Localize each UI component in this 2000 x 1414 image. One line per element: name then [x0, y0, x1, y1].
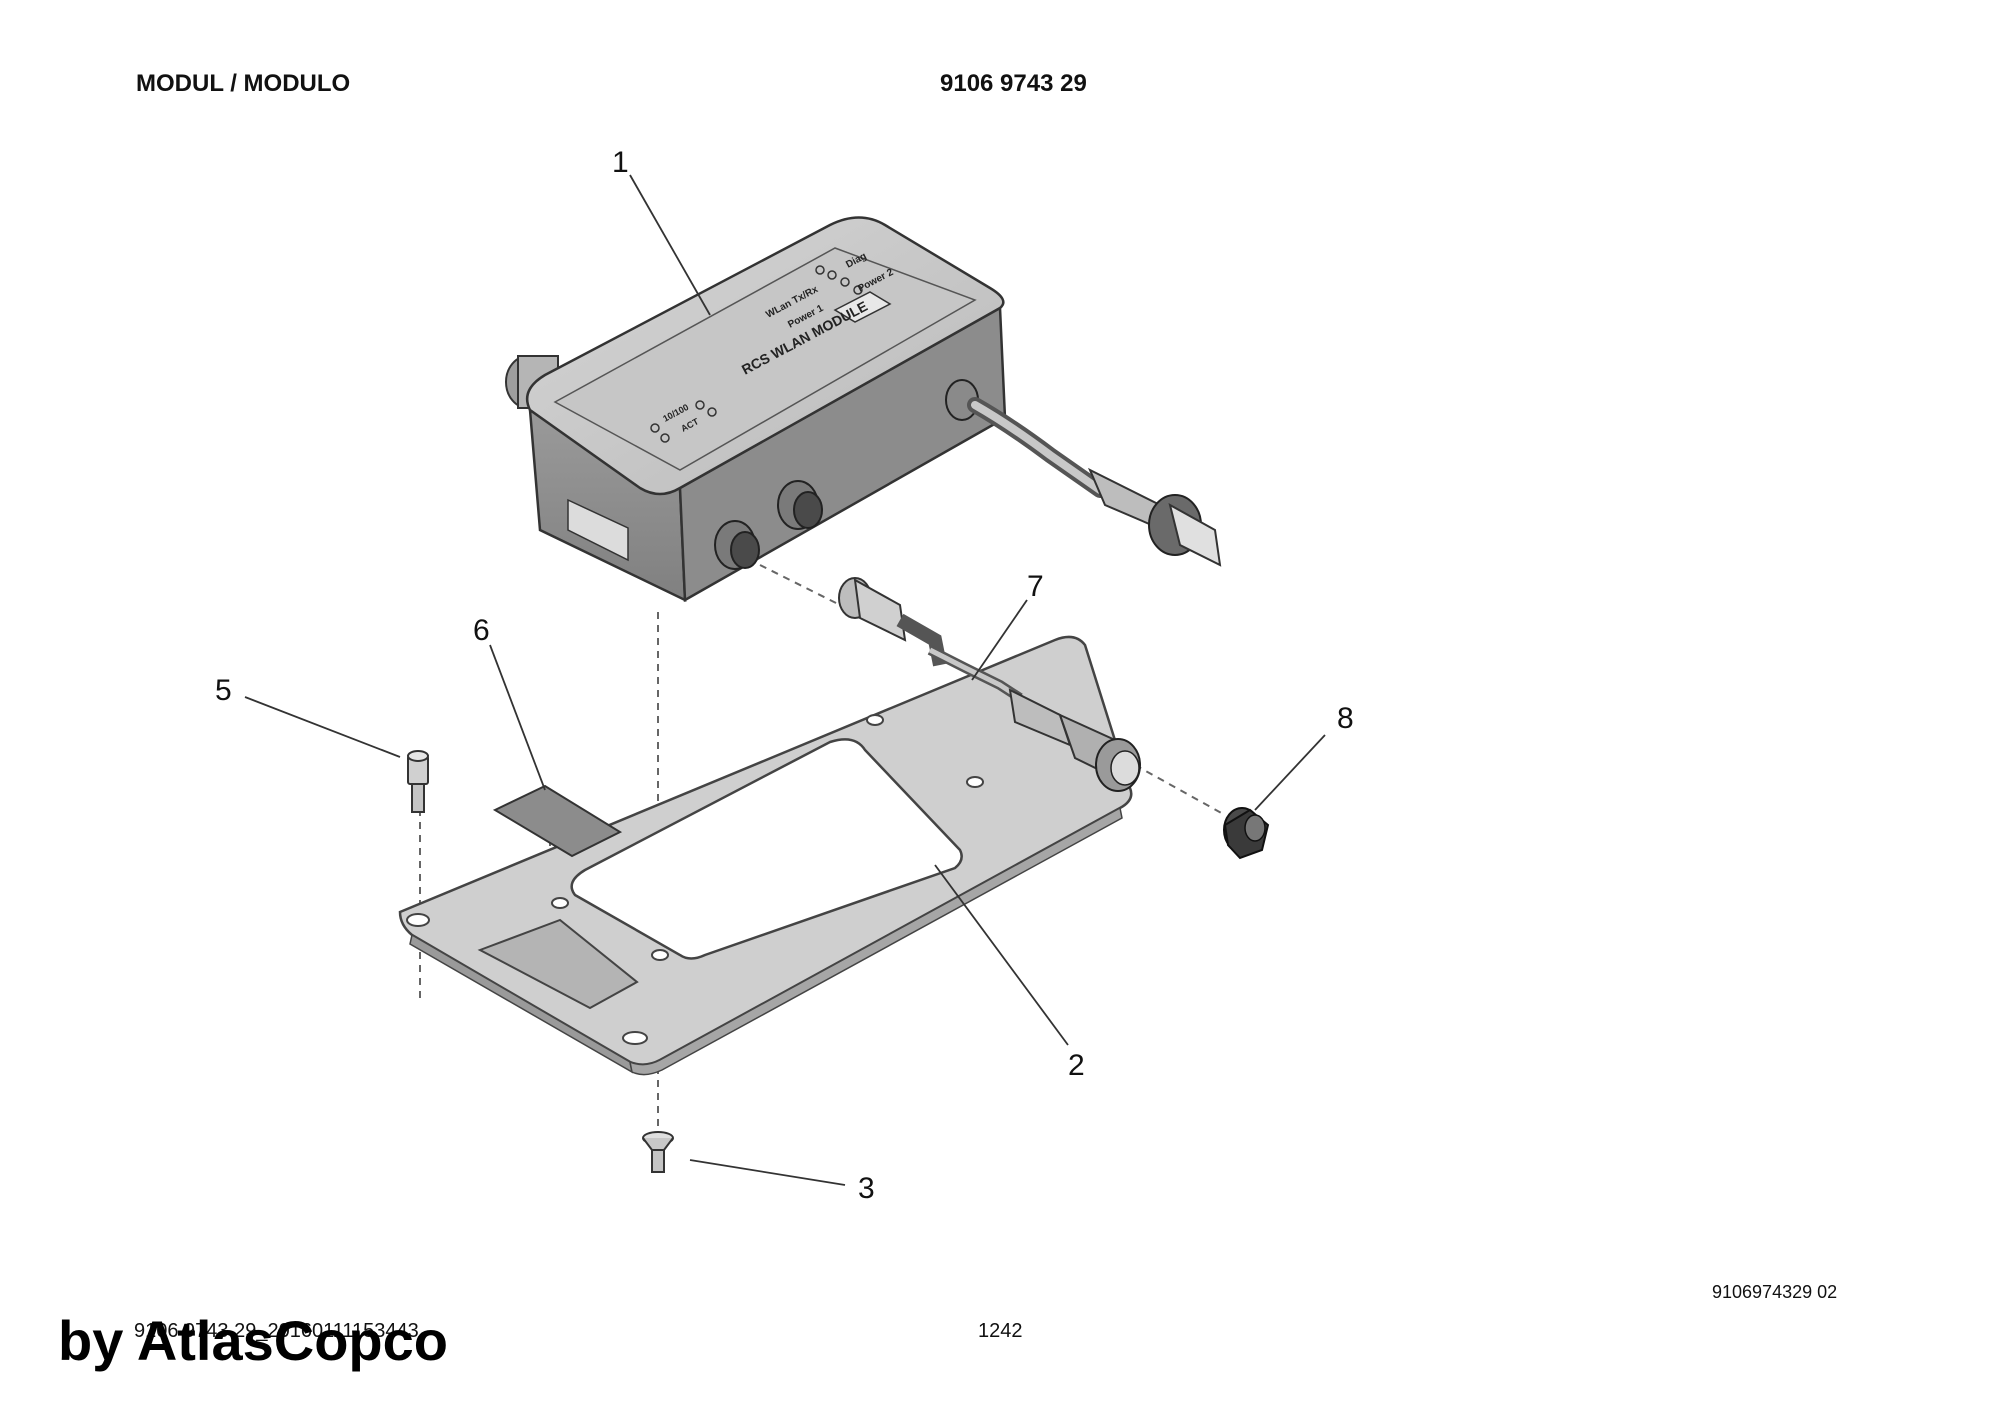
patch-cable: [838, 577, 1141, 792]
page-title: MODUL / MODULO: [136, 70, 351, 97]
drawing-reference: 9106974329 02: [1712, 1282, 1838, 1302]
part-number: 9106 9743 29: [940, 70, 1087, 97]
callout-numbers: 1 2 3 5 6 7 8: [215, 146, 1354, 1205]
callout-7: 7: [1027, 570, 1044, 603]
socket-screw: [407, 750, 429, 813]
callout-3: 3: [858, 1172, 875, 1205]
callout-1: 1: [612, 146, 629, 179]
watermark: by AtlasCopco: [58, 1309, 448, 1372]
page-number: 1242: [978, 1320, 1023, 1342]
label-sticker: [492, 784, 623, 858]
cap-nut: [1223, 807, 1270, 860]
wlan-module: RCS WLAN MODULE WLan Tx/Rx Diag Power 1 …: [505, 216, 1007, 603]
document-id: 9106 9743 29_20160111153443: [134, 1320, 419, 1342]
callout-6: 6: [473, 614, 490, 647]
leader-lines: [244, 174, 1326, 1186]
base-plate: [398, 635, 1133, 1076]
callout-2: 2: [1068, 1049, 1085, 1082]
callout-8: 8: [1337, 702, 1354, 735]
callout-5: 5: [215, 674, 232, 707]
countersunk-screw: [642, 1131, 674, 1173]
module-cable: [967, 397, 1222, 567]
